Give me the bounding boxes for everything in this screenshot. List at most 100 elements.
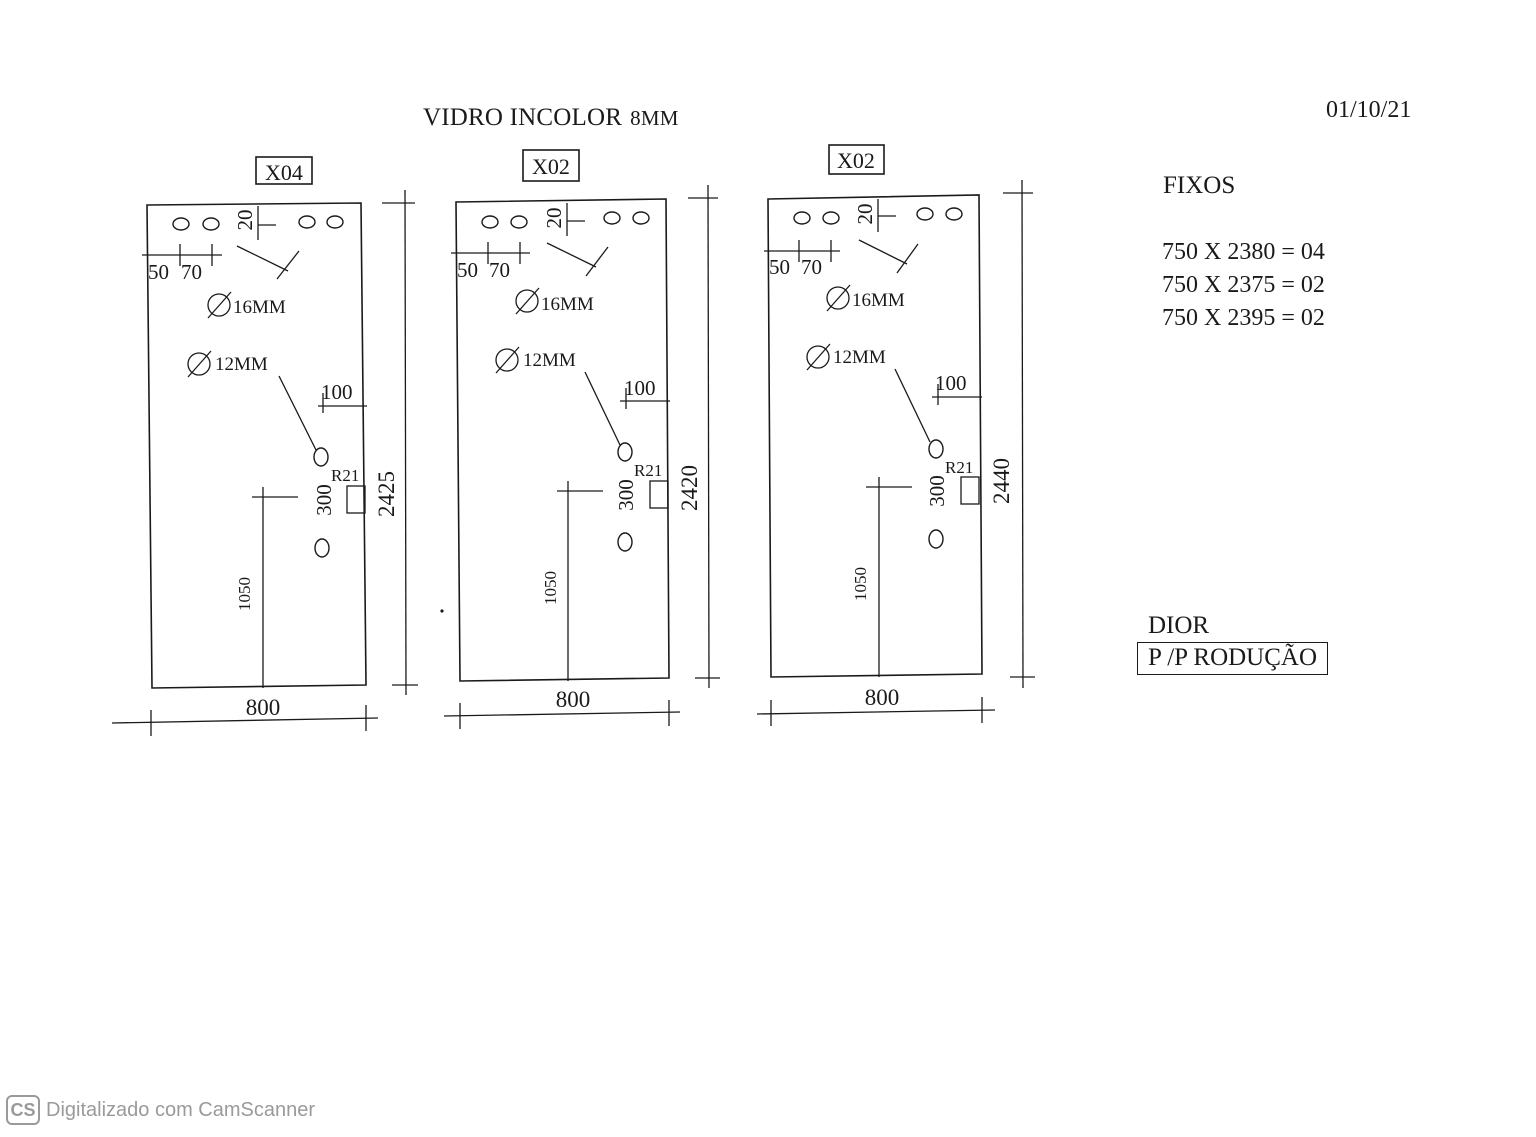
panel-2-top-hole [603,211,621,225]
panel-2-handle-hole [617,532,633,552]
panel-1-hole-16mm-label: 16MM [233,297,286,318]
diameter-icon-slash [515,287,540,315]
panel-2-top-hole [632,211,650,225]
panel-1-dim-1050: 1050 [235,577,254,611]
panel-1-dim-300: 300 [312,484,336,516]
panel-3-top-hole [945,207,963,221]
panel-3-leader-16mm [896,243,919,274]
glass-panel-2: X02 20 50 70 16MM 12MM [443,149,720,729]
panel-3-tag: X02 [837,148,875,173]
client-name: DIOR [1148,612,1210,639]
scan-speck [440,609,444,613]
watermark-text: Digitalizado com CamScanner [46,1098,316,1121]
panel-2-tag: X02 [532,154,570,179]
panel-1-dim-70: 70 [181,260,202,284]
panel-2-height: 2420 [677,465,702,511]
panel-1-tag-box [255,156,313,185]
diameter-icon [826,286,850,310]
panel-1-top-hole [202,217,220,231]
diameter-icon [187,352,211,376]
panel-1-height-line [404,189,407,696]
panel-1-leader-16mm [276,250,300,280]
panel-3-handle-hole [928,439,944,459]
panel-2-dim-1050: 1050 [541,571,560,605]
panel-1-hole-12mm-label: 12MM [215,354,268,375]
panel-2-outline [455,198,670,682]
panel-3-dim-100: 100 [935,371,967,395]
panel-2-leader-16mm [546,242,597,268]
diameter-icon-slash [826,284,851,312]
fixos-item: 750 X 2395 = 02 [1162,305,1325,331]
panel-3-dim-1050: 1050 [851,567,870,601]
glass-panel-1: X04 20 50 70 16MM [111,156,418,736]
panel-2-dim-20: 20 [542,208,566,229]
panel-1-dim-20: 20 [233,210,257,231]
panel-3-leader-12mm [894,368,931,443]
glass-type: VIDRO INCOLOR [423,104,623,131]
panel-2-width: 800 [556,687,591,712]
panel-1-top-hole [326,215,344,229]
panel-2-dim-300: 300 [614,479,638,511]
panel-1-radius-label: R21 [331,466,359,485]
panel-1-dim-50: 50 [148,260,169,284]
panel-2-notch [649,480,669,509]
panel-3-outline [767,194,983,678]
panel-3-tag-box [828,144,885,175]
glass-panel-3: X02 20 50 70 16MM 12MM [756,144,1035,726]
fixos-heading: FIXOS [1163,172,1236,199]
panel-2-dim-50: 50 [457,258,478,282]
panel-1-outline [146,202,367,689]
panel-1-width-line [111,717,379,724]
camscanner-watermark: CS Digitalizado com CamScanner [6,1094,315,1126]
panel-1-top-hole [172,217,190,231]
panel-1-tag: X04 [265,160,303,185]
panel-1-handle-hole [313,447,329,467]
panel-3-notch [960,476,980,505]
panel-2-leader-16mm [585,246,609,277]
panel-3-height: 2440 [989,458,1014,504]
panel-1-top-hole [298,215,316,229]
panel-3-width: 800 [865,685,900,710]
drawing-date: 01/10/21 [1326,97,1412,123]
panel-2-dim-70: 70 [489,258,510,282]
panel-3-top-hole [916,207,934,221]
panel-2-width-line [443,711,681,717]
panel-2-top-hole [481,215,499,229]
panel-3-dim-50: 50 [769,255,790,279]
panel-2-tag-box [522,149,580,182]
glass-thickness: 8MM [630,106,679,130]
panel-3-hole-12mm-label: 12MM [833,347,886,368]
diameter-icon [806,345,830,369]
panel-3-hole-16mm-label: 16MM [852,290,905,311]
panel-3-handle-hole [928,529,944,549]
panel-2-radius-label: R21 [634,461,662,480]
panel-3-leader-16mm [858,239,908,265]
panel-3-top-hole [793,211,811,225]
panel-2-hole-16mm-label: 16MM [541,294,594,315]
page-title: VIDRO INCOLOR 8MM [423,104,679,132]
panel-3-height-line [1021,179,1024,689]
panel-2-hole-12mm-label: 12MM [523,350,576,371]
panel-1-handle-hole [314,538,330,558]
panel-1-leader-16mm [236,245,289,272]
panel-3-radius-label: R21 [945,458,973,477]
panel-1-height: 2425 [374,471,399,517]
fixos-list: 750 X 2380 = 04 750 X 2375 = 02 750 X 23… [1162,236,1325,335]
production-status-box: P /P RODUÇÃO [1137,642,1329,675]
panel-3-dim-70: 70 [801,255,822,279]
panel-1-width: 800 [246,695,281,720]
panel-1-leader-12mm [278,375,317,451]
diameter-icon [515,289,539,313]
panel-2-leader-12mm [584,371,621,446]
panel-2-handle-hole [617,442,633,462]
panel-1-dim-100: 100 [321,380,353,404]
panel-3-dim-300: 300 [925,475,949,507]
diameter-icon-slash [495,346,520,374]
panel-2-height-line [707,184,710,689]
diameter-icon-slash [806,343,831,371]
diameter-icon [207,293,231,317]
camscanner-logo-icon: CS [6,1095,40,1125]
diameter-icon-slash [187,350,212,378]
